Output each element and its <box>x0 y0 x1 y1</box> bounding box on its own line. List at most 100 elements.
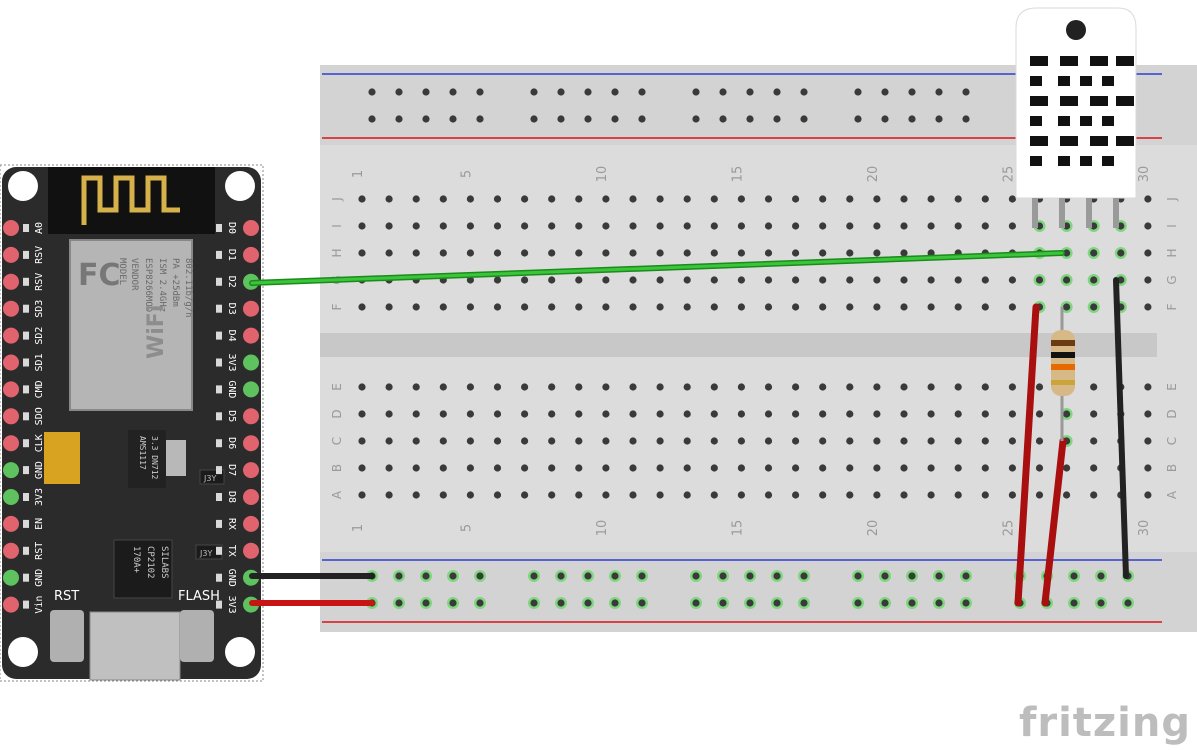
breadboard-hole[interactable] <box>683 464 691 472</box>
breadboard-hole[interactable] <box>1090 464 1098 472</box>
breadboard-hole[interactable] <box>1124 599 1132 607</box>
breadboard-hole[interactable] <box>710 276 718 284</box>
breadboard-hole[interactable] <box>710 195 718 203</box>
breadboard-hole[interactable] <box>575 437 583 445</box>
breadboard-hole[interactable] <box>1090 491 1098 499</box>
pin-left[interactable] <box>3 273 19 290</box>
breadboard-hole[interactable] <box>962 88 970 96</box>
breadboard-hole[interactable] <box>629 303 637 311</box>
breadboard-hole[interactable] <box>881 599 889 607</box>
breadboard-hole[interactable] <box>629 410 637 418</box>
breadboard-hole[interactable] <box>792 464 800 472</box>
breadboard-hole[interactable] <box>1063 491 1071 499</box>
breadboard-hole[interactable] <box>773 115 781 123</box>
breadboard-hole[interactable] <box>846 437 854 445</box>
breadboard-hole[interactable] <box>395 115 403 123</box>
breadboard-hole[interactable] <box>584 88 592 96</box>
breadboard-hole[interactable] <box>900 437 908 445</box>
breadboard-hole[interactable] <box>683 410 691 418</box>
pin-left[interactable] <box>3 327 19 344</box>
breadboard-hole[interactable] <box>792 491 800 499</box>
breadboard-hole[interactable] <box>981 437 989 445</box>
breadboard-hole[interactable] <box>422 115 430 123</box>
breadboard-hole[interactable] <box>800 115 808 123</box>
breadboard-hole[interactable] <box>900 383 908 391</box>
breadboard-hole[interactable] <box>792 276 800 284</box>
breadboard-hole[interactable] <box>792 195 800 203</box>
breadboard-hole[interactable] <box>368 88 376 96</box>
pin-right[interactable] <box>243 435 259 452</box>
breadboard-hole[interactable] <box>358 491 366 499</box>
breadboard-hole[interactable] <box>800 572 808 580</box>
pin-right[interactable] <box>243 327 259 344</box>
breadboard-hole[interactable] <box>1008 383 1017 391</box>
breadboard-hole[interactable] <box>358 303 366 311</box>
breadboard-hole[interactable] <box>412 437 420 445</box>
breadboard-hole[interactable] <box>629 222 637 230</box>
breadboard-hole[interactable] <box>881 572 889 580</box>
breadboard-hole[interactable] <box>1090 410 1098 418</box>
breadboard-hole[interactable] <box>521 249 529 257</box>
breadboard-hole[interactable] <box>1090 276 1098 284</box>
breadboard-hole[interactable] <box>548 383 556 391</box>
breadboard-hole[interactable] <box>683 195 691 203</box>
breadboard-hole[interactable] <box>737 276 746 284</box>
breadboard-hole[interactable] <box>792 222 800 230</box>
breadboard-hole[interactable] <box>358 249 366 257</box>
breadboard-hole[interactable] <box>629 195 637 203</box>
breadboard-hole[interactable] <box>358 410 366 418</box>
pin-left[interactable] <box>3 569 19 586</box>
breadboard-hole[interactable] <box>773 88 781 96</box>
breadboard-hole[interactable] <box>737 437 746 445</box>
breadboard-hole[interactable] <box>846 303 854 311</box>
breadboard-hole[interactable] <box>819 491 827 499</box>
breadboard-hole[interactable] <box>927 383 935 391</box>
breadboard-hole[interactable] <box>981 383 989 391</box>
breadboard-hole[interactable] <box>385 437 393 445</box>
breadboard-hole[interactable] <box>602 491 610 499</box>
pin-left[interactable] <box>3 462 19 479</box>
breadboard-hole[interactable] <box>683 276 691 284</box>
breadboard-hole[interactable] <box>611 572 619 580</box>
breadboard-hole[interactable] <box>1063 249 1071 257</box>
breadboard-hole[interactable] <box>846 222 854 230</box>
breadboard-hole[interactable] <box>385 464 393 472</box>
breadboard-hole[interactable] <box>954 383 962 391</box>
breadboard-hole[interactable] <box>746 599 754 607</box>
breadboard-hole[interactable] <box>792 410 800 418</box>
breadboard-hole[interactable] <box>773 572 781 580</box>
breadboard-hole[interactable] <box>548 249 556 257</box>
breadboard-hole[interactable] <box>385 249 393 257</box>
breadboard-hole[interactable] <box>1008 276 1017 284</box>
breadboard-hole[interactable] <box>962 115 970 123</box>
breadboard-hole[interactable] <box>548 303 556 311</box>
breadboard-hole[interactable] <box>439 491 447 499</box>
breadboard-hole[interactable] <box>476 572 484 580</box>
breadboard-hole[interactable] <box>1063 464 1071 472</box>
breadboard-hole[interactable] <box>548 437 556 445</box>
breadboard-hole[interactable] <box>954 195 962 203</box>
breadboard-hole[interactable] <box>908 115 916 123</box>
breadboard-hole[interactable] <box>773 599 781 607</box>
breadboard-hole[interactable] <box>737 491 746 499</box>
breadboard-hole[interactable] <box>656 249 664 257</box>
breadboard-hole[interactable] <box>710 249 718 257</box>
breadboard-hole[interactable] <box>557 599 565 607</box>
breadboard-hole[interactable] <box>1063 410 1071 418</box>
breadboard-hole[interactable] <box>873 491 881 499</box>
breadboard-hole[interactable] <box>521 195 529 203</box>
breadboard-hole[interactable] <box>792 249 800 257</box>
breadboard-hole[interactable] <box>908 572 916 580</box>
breadboard-hole[interactable] <box>368 115 376 123</box>
breadboard-hole[interactable] <box>575 410 583 418</box>
breadboard-hole[interactable] <box>656 276 664 284</box>
pin-left[interactable] <box>3 515 19 532</box>
breadboard-hole[interactable] <box>764 464 773 472</box>
breadboard-hole[interactable] <box>548 195 556 203</box>
breadboard-hole[interactable] <box>981 276 989 284</box>
breadboard-hole[interactable] <box>819 195 827 203</box>
breadboard-hole[interactable] <box>557 88 565 96</box>
breadboard-hole[interactable] <box>521 491 529 499</box>
breadboard-hole[interactable] <box>1035 491 1044 499</box>
breadboard-hole[interactable] <box>719 115 727 123</box>
